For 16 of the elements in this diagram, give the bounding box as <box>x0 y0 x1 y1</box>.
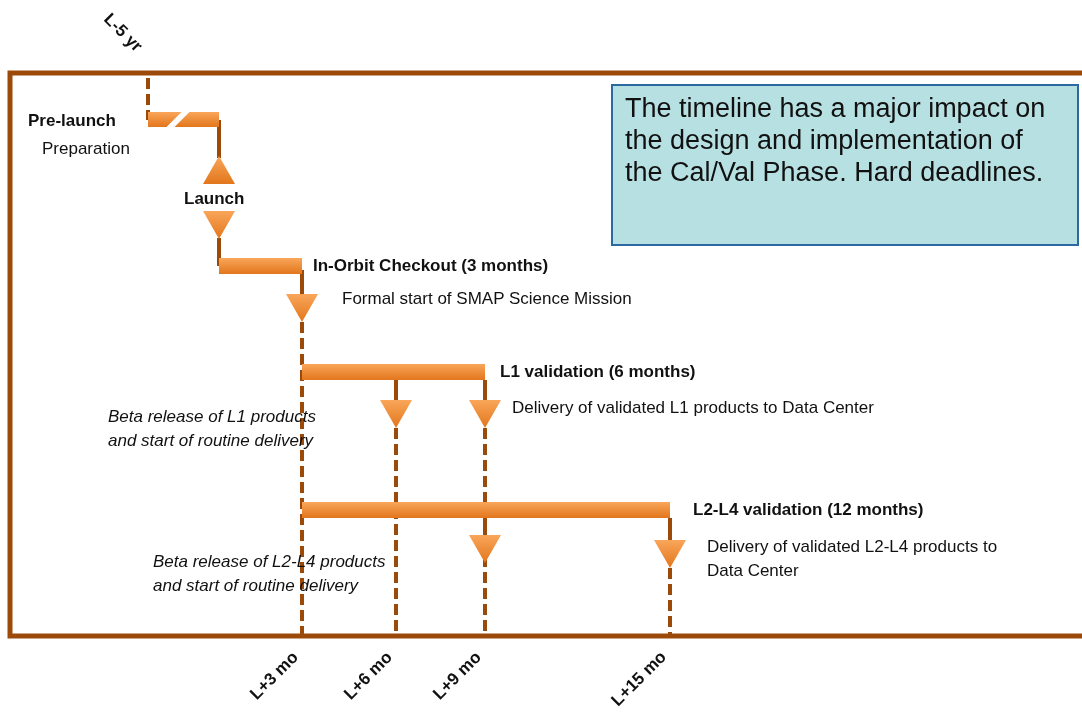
milestone-label: Formal start of SMAP Science Mission <box>342 288 632 309</box>
milestone-label: Delivery of validated L2-L4 products to Data Center <box>707 536 999 582</box>
phase-title: Pre-launch <box>28 110 116 131</box>
note-box: The timeline has a major impact on the design and implementation of the Cal/Val Phase. Hard deadlines. <box>611 84 1079 246</box>
phase-title: In-Orbit Checkout (3 months) <box>313 255 549 276</box>
milestone-label: Beta release of L1 products and start of routine delivery <box>108 406 317 452</box>
milestone-label: Beta release of L2-L4 products and start of routine delivery <box>153 551 387 597</box>
phase-title: L2-L4 validation (12 months) <box>693 499 924 520</box>
phase-subtitle: Preparation <box>42 138 130 159</box>
tick-label: L+6 mo <box>339 646 397 705</box>
phase-title: L1 validation (6 months) <box>500 361 696 382</box>
tick-label: L+9 mo <box>428 646 486 705</box>
time-label: L-5 yr <box>99 8 147 57</box>
milestone-label: Delivery of validated L1 products to Data Center <box>512 397 874 418</box>
milestone-label: Launch <box>184 188 245 209</box>
tick-label: L+3 mo <box>245 646 303 705</box>
